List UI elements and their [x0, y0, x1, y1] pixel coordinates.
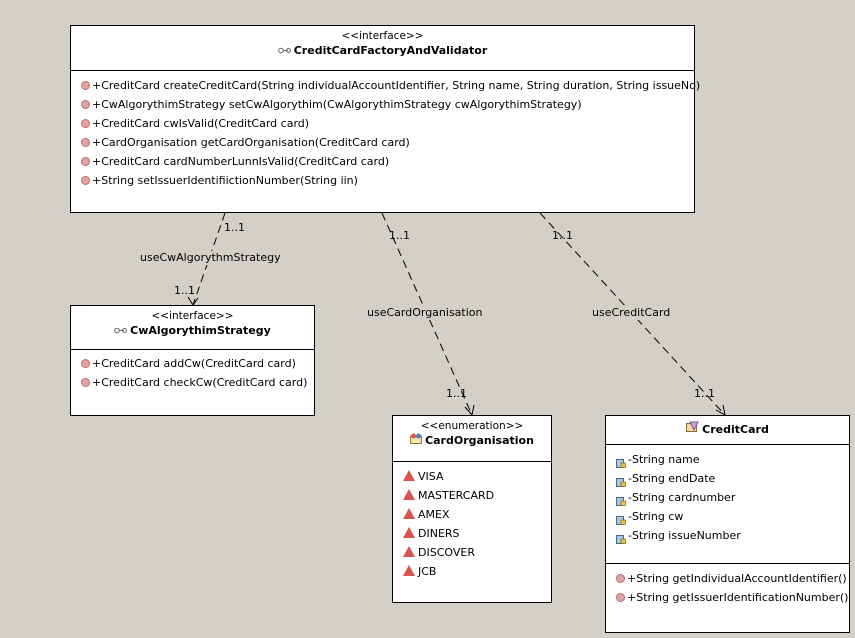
association-label-creditcard: useCreditCard: [590, 306, 673, 320]
organisation-enumeration-box[interactable]: <<enumeration>> CardOrganisation VISA MA…: [392, 415, 552, 603]
private-field-icon: [616, 493, 626, 506]
strategy-operations: +CreditCard addCw(CreditCard card) +Cred…: [71, 350, 314, 392]
creditcard-operations: +String getIndividualAccountIdentifier()…: [606, 564, 849, 607]
factory-header: <<interface>> CreditCardFactoryAndValida…: [71, 26, 694, 71]
factory-operation[interactable]: +String setIssuerIdentifiictionNumber(St…: [71, 171, 694, 190]
strategy-operation[interactable]: +CreditCard addCw(CreditCard card): [71, 354, 314, 373]
organisation-stereotype: <<enumeration>>: [420, 420, 524, 432]
factory-operations: +CreditCard createCreditCard(String indi…: [71, 71, 700, 190]
enum-literal-icon: [403, 488, 415, 500]
public-operation-icon: [81, 137, 90, 147]
organisation-name: CardOrganisation: [425, 434, 534, 447]
factory-name: CreditCardFactoryAndValidator: [293, 44, 488, 57]
multiplicity-strategy-target: 1..1: [174, 284, 195, 297]
association-label-organisation: useCardOrganisation: [365, 306, 485, 320]
enum-literal[interactable]: DISCOVER: [393, 543, 551, 562]
strategy-operation[interactable]: +CreditCard checkCw(CreditCard card): [71, 373, 314, 392]
enum-literal[interactable]: JCB: [393, 562, 551, 581]
class-operation[interactable]: +String getIssuerIdentificationNumber(): [606, 588, 849, 607]
factory-operation[interactable]: +CardOrganisation getCardOrganisation(Cr…: [71, 133, 694, 152]
factory-interface-box[interactable]: <<interface>> CreditCardFactoryAndValida…: [70, 25, 700, 213]
enum-literal[interactable]: MASTERCARD: [393, 486, 551, 505]
private-field-icon: [616, 455, 626, 468]
enum-literal-icon: [403, 526, 415, 538]
public-operation-icon: [616, 592, 625, 602]
private-field-icon: [616, 531, 626, 544]
enum-literal-icon: [403, 507, 415, 519]
public-operation-icon: [81, 80, 90, 90]
public-operation-icon: [81, 99, 90, 109]
public-operation-icon: [81, 377, 90, 387]
association-line-strategy: [192, 212, 226, 306]
creditcard-class-box[interactable]: CreditCard -String name -String endDate …: [605, 415, 850, 633]
factory-stereotype: <<interface>>: [341, 30, 424, 42]
public-operation-icon: [81, 118, 90, 128]
strategy-header: <<interface>> CwAlgorythimStrategy: [71, 306, 314, 350]
public-operation-icon: [616, 573, 625, 583]
enum-literal-icon: [403, 469, 415, 481]
public-operation-icon: [81, 156, 90, 166]
enumeration-icon: [410, 433, 423, 448]
multiplicity-strategy-source: 1..1: [224, 221, 245, 234]
creditcard-attributes: -String name -String endDate -String car…: [606, 445, 849, 564]
strategy-name: CwAlgorythimStrategy: [130, 324, 271, 337]
class-attribute[interactable]: -String cardnumber: [606, 488, 849, 507]
organisation-header: <<enumeration>> CardOrganisation: [393, 416, 551, 462]
enum-literal[interactable]: VISA: [393, 467, 551, 486]
public-operation-icon: [81, 175, 90, 185]
factory-operation[interactable]: +CreditCard cwIsValid(CreditCard card): [71, 114, 694, 133]
organisation-literals: VISA MASTERCARD AMEX DINERS DISCOVER JCB: [393, 462, 551, 581]
class-attribute[interactable]: -String endDate: [606, 469, 849, 488]
class-operation[interactable]: +String getIndividualAccountIdentifier(): [606, 569, 849, 588]
factory-operation[interactable]: +CreditCard cardNumberLunnIsValid(Credit…: [71, 152, 694, 171]
enum-literal[interactable]: AMEX: [393, 505, 551, 524]
multiplicity-organisation-source: 1..1: [389, 229, 410, 242]
private-field-icon: [616, 512, 626, 525]
creditcard-name: CreditCard: [702, 423, 769, 436]
multiplicity-creditcard-source: 1..1: [552, 229, 573, 242]
strategy-interface-box[interactable]: <<interface>> CwAlgorythimStrategy +Cred…: [70, 305, 315, 416]
private-field-icon: [616, 474, 626, 487]
public-operation-icon: [81, 358, 90, 368]
enum-literal-icon: [403, 564, 415, 576]
association-label-strategy: useCwAlgorythmStrategy: [138, 251, 283, 265]
interface-icon: [277, 43, 291, 58]
interface-icon: [114, 323, 128, 338]
class-attribute[interactable]: -String issueNumber: [606, 526, 849, 545]
factory-operation[interactable]: +CreditCard createCreditCard(String indi…: [71, 76, 700, 95]
enum-literal-icon: [403, 545, 415, 557]
multiplicity-organisation-target: 1..1: [446, 387, 467, 400]
strategy-stereotype: <<interface>>: [151, 310, 234, 322]
class-attribute[interactable]: -String cw: [606, 507, 849, 526]
enum-literal[interactable]: DINERS: [393, 524, 551, 543]
factory-operation[interactable]: +CwAlgorythimStrategy setCwAlgorythim(Cw…: [71, 95, 694, 114]
class-attribute[interactable]: -String name: [606, 450, 849, 469]
creditcard-header: CreditCard: [606, 416, 849, 445]
multiplicity-creditcard-target: 1..1: [694, 387, 715, 400]
class-icon: [686, 415, 699, 443]
